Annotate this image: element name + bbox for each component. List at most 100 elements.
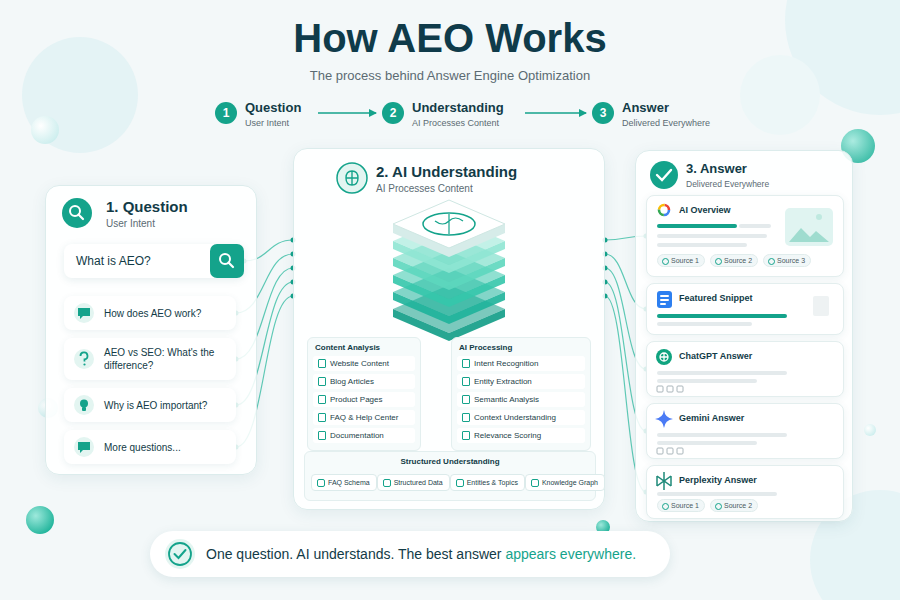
node-subtext: Intent Recognition xyxy=(457,356,585,371)
search-icon xyxy=(46,186,106,246)
node-text: More questions... xyxy=(104,441,181,454)
diagram-title: How AEO Works xyxy=(0,16,900,61)
node-text: Why is AEO important? xyxy=(104,399,207,412)
question-panel: 1. QuestionUser IntentWhat is AEO? How do… xyxy=(45,185,257,475)
source-chip: Source 1 xyxy=(657,499,705,512)
search-box: What is AEO? xyxy=(64,244,244,278)
node-text: Source 2 xyxy=(724,257,752,264)
check-icon xyxy=(636,151,686,201)
node-text: How does AEO work? xyxy=(104,307,201,320)
node-subtext: Delivered Everywhere xyxy=(686,179,769,189)
node-subtext: appears everywhere. xyxy=(505,546,636,562)
question-item: AEO vs SEO: What's the difference? xyxy=(64,338,236,380)
node-subtext: Blog Articles xyxy=(313,374,415,389)
node-text: 2 xyxy=(382,102,404,124)
bubble xyxy=(740,55,820,135)
node-subtext: Context Understanding xyxy=(457,410,585,425)
question-item: How does AEO work? xyxy=(64,296,236,330)
source-chip: Source 1 xyxy=(657,254,705,267)
source-chip: Source 2 xyxy=(710,254,758,267)
question-item: Why is AEO important? xyxy=(64,388,236,422)
chip-row: Source 1 Source 2 xyxy=(657,499,758,512)
chip-row: Source 1 Source 2 Source 3 xyxy=(657,254,811,267)
node-subtext: Relevance Scoring xyxy=(457,428,585,443)
check-icon xyxy=(150,531,200,577)
card-decoration xyxy=(647,342,845,396)
node-text: ChatGPT Answer xyxy=(679,351,752,361)
node-text: FAQ Schema xyxy=(328,479,370,486)
node-text: Source 2 xyxy=(724,502,752,509)
node-text: Source 1 xyxy=(671,257,699,264)
schema-chip: Entities & Topics xyxy=(450,474,525,491)
question-item: More questions... xyxy=(64,430,236,464)
connector-line xyxy=(525,112,586,114)
schema-chip: Structured Data xyxy=(377,474,450,491)
step: 2 Understanding AI Processes Content xyxy=(382,100,517,136)
search-button xyxy=(210,244,244,278)
structured-understanding: Structured UnderstandingFAQ Schema Struct… xyxy=(304,451,596,501)
node-text: Knowledge Graph xyxy=(542,479,598,486)
node-text: 2. AI Understanding xyxy=(376,163,517,180)
node-subtext: Entity Extraction xyxy=(457,374,585,389)
connector xyxy=(318,113,376,114)
node-text: 3 xyxy=(592,102,614,124)
node-text: AI Overview xyxy=(679,205,731,215)
node-text: Source 3 xyxy=(777,257,805,264)
source-chip: Source 2 xyxy=(710,499,758,512)
connector xyxy=(525,113,586,114)
node-text: One question. AI understands. The best a… xyxy=(206,546,501,562)
node-subtext: User Intent xyxy=(106,218,155,229)
chip-row: FAQ Schema Structured Data Entities & Topi… xyxy=(311,474,589,491)
node-text: AI Processing xyxy=(459,343,585,352)
schema-chip: Knowledge Graph xyxy=(525,474,605,491)
node-text: Content Analysis xyxy=(315,343,415,352)
bubble xyxy=(26,506,54,534)
node-text: Perplexity Answer xyxy=(679,475,757,485)
connector-line xyxy=(318,112,376,114)
search-icon xyxy=(210,244,244,278)
answer-card: Featured Snippet xyxy=(646,283,844,335)
node-subtext: Delivered Everywhere xyxy=(622,118,710,128)
node-subtext: AI Processes Content xyxy=(376,183,473,194)
schema-chip: FAQ Schema xyxy=(311,474,377,491)
node-text: 3. Answer xyxy=(686,161,747,176)
step: 3 AnswerDelivered Everywhere xyxy=(592,100,722,136)
answer-card: Gemini Answer xyxy=(646,403,844,459)
node-text: 1 xyxy=(215,102,237,124)
node-text: Structured Understanding xyxy=(305,457,595,466)
node-text: Source 1 xyxy=(671,502,699,509)
node-subtext: Website Content xyxy=(313,356,415,371)
answer-panel: 3. AnswerDelivered Everywhere AI Overview… xyxy=(635,150,853,522)
node-subtext: User Intent xyxy=(245,118,289,128)
node-text: What is AEO? xyxy=(76,254,151,268)
node-text: Featured Snippet xyxy=(679,293,753,303)
answer-card: Perplexity AnswerSource 1 Source 2 xyxy=(646,465,844,519)
step: 1 QuestionUser Intent xyxy=(215,100,310,136)
node-subtext: Semantic Analysis xyxy=(457,392,585,407)
answer-card: AI OverviewSource 1 Source 2 Source 3 xyxy=(646,195,844,277)
bubble xyxy=(31,116,59,144)
node-subtext: FAQ & Help Center xyxy=(313,410,415,425)
content-analysis: Content AnalysisWebsite ContentBlog Arti… xyxy=(307,337,421,451)
question-icon xyxy=(64,388,104,422)
node-text: Entities & Topics xyxy=(467,479,518,486)
card-decoration xyxy=(647,284,845,334)
node-subtext: Product Pages xyxy=(313,392,415,407)
node-subtext: Understanding xyxy=(412,100,504,115)
node-text: Gemini Answer xyxy=(679,413,744,423)
question-icon xyxy=(64,296,104,330)
question-icon xyxy=(64,430,104,464)
node-subtext: Documentation xyxy=(313,428,415,443)
node-text: 1. Question xyxy=(106,198,188,215)
node-subtext: Question xyxy=(245,100,301,115)
source-chip: Source 3 xyxy=(763,254,811,267)
tagline-banner: One question. AI understands. The best a… xyxy=(150,531,670,577)
bubble xyxy=(864,424,876,436)
bubble xyxy=(22,37,138,153)
node-text: Structured Data xyxy=(394,479,443,486)
answer-card: ChatGPT Answer xyxy=(646,341,844,397)
node-subtext: Answer xyxy=(622,100,669,115)
node-subtext: AI Processes Content xyxy=(412,118,499,128)
understanding-panel: 2. AI Understanding AI Processes ContentC… xyxy=(293,148,605,510)
